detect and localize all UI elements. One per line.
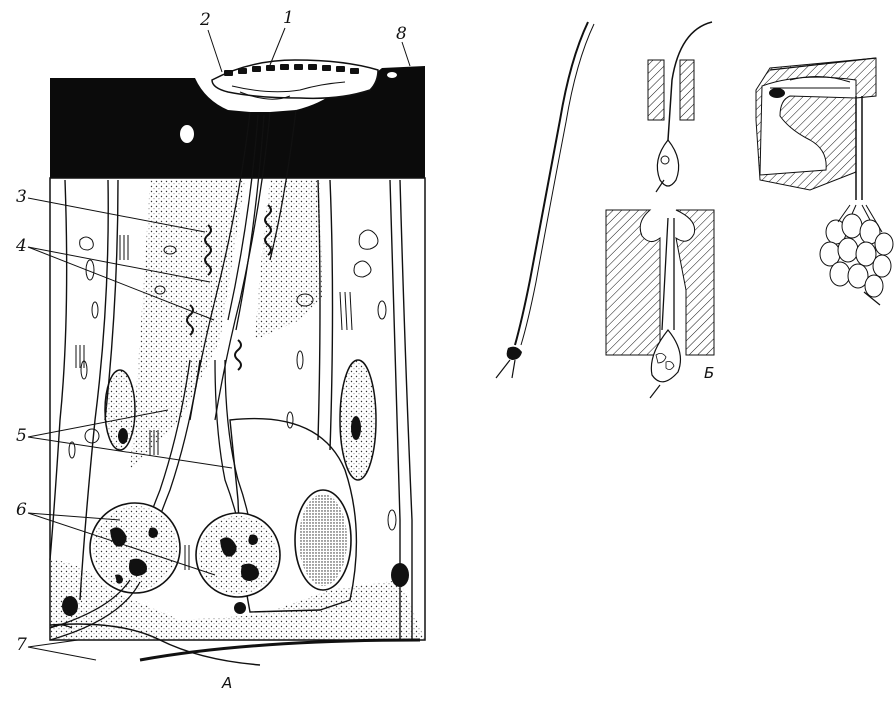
elongated-nucleus bbox=[340, 360, 376, 480]
panel-a-label: А bbox=[222, 676, 232, 691]
pore-sensillum-a bbox=[648, 22, 712, 192]
long-hair-sensillum bbox=[496, 22, 594, 378]
nucleus-oval-right bbox=[295, 490, 351, 590]
cuticle-pore bbox=[180, 125, 194, 143]
label-2: 2 bbox=[200, 12, 211, 29]
elongated-nucleus bbox=[105, 370, 135, 450]
panel-b-label: Б bbox=[704, 366, 714, 381]
plate-sensillum bbox=[756, 58, 893, 305]
neuron-nucleus-right bbox=[196, 513, 280, 597]
label-5: 5 bbox=[16, 428, 27, 445]
label-6: 6 bbox=[16, 502, 27, 519]
label-4: 4 bbox=[16, 238, 27, 255]
receptor-cell-cluster bbox=[820, 214, 893, 297]
label-8: 8 bbox=[396, 26, 407, 43]
label-3: 3 bbox=[16, 189, 27, 206]
cuticle-pore bbox=[387, 72, 397, 78]
label-1: 1 bbox=[283, 10, 294, 27]
panel-b bbox=[496, 22, 893, 398]
label-7: 7 bbox=[16, 637, 27, 654]
pore-sensillum-b bbox=[606, 210, 714, 398]
panel-a bbox=[50, 60, 425, 665]
